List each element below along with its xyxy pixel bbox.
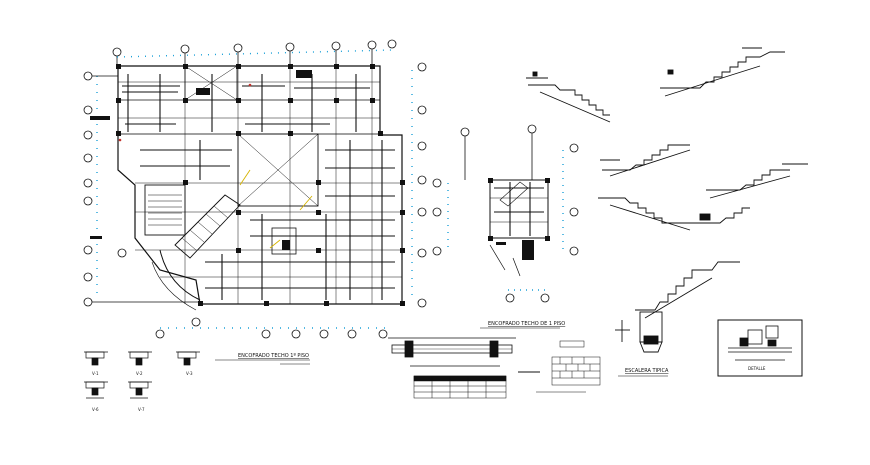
detail-box: DETALLE — [717, 319, 803, 377]
beam-detail-v2: V-2 — [128, 351, 152, 376]
small-plan-title: ENCOFRADO TECHO DE 1 PISO — [488, 321, 565, 327]
beam-label-v4: V-4 — [92, 391, 99, 396]
beam-detail-v1: V-1 — [84, 351, 108, 376]
stair-section-4 — [706, 163, 808, 199]
beam-detail-v5: V-5 — [128, 381, 152, 396]
beam-detail-v7: V-7 — [130, 397, 148, 412]
rebar-schedule-table — [413, 375, 507, 399]
stair-section-5 — [598, 197, 750, 231]
grid-bubbles-right — [417, 62, 427, 308]
beam-section-details: V-1 V-2 V-3 V-4 V-5 V-6 V-7 — [84, 351, 200, 412]
small-floor-plan — [432, 124, 579, 303]
main-plan-title-block: ENCOFRADO TECHO 1º PISO — [215, 353, 310, 365]
detail-box-caption: DETALLE — [748, 366, 766, 371]
stair-section-2 — [660, 47, 785, 97]
beam-label-v2: V-2 — [136, 371, 143, 376]
stair-section-3 — [600, 144, 691, 177]
main-floor-plan — [83, 39, 427, 339]
stair-title-block: ESCALERA TIPICA — [618, 368, 669, 377]
beam-label-v1: V-1 — [92, 371, 99, 376]
beam-label-v7: V-7 — [138, 407, 145, 412]
grid-bubbles-left — [83, 71, 93, 307]
beam-detail-v4: V-4 — [84, 381, 108, 396]
beam-detail-v3: V-3 — [176, 351, 200, 376]
slab-section-detail — [388, 337, 516, 367]
stair-section-6 — [615, 261, 740, 353]
brick-wall-detail — [518, 340, 601, 393]
grid-bubbles-bottom — [117, 248, 388, 339]
beam-label-v5: V-5 — [136, 391, 143, 396]
beam-label-v3: V-3 — [186, 371, 193, 376]
beam-label-v6: V-6 — [92, 407, 99, 412]
small-plan-title-block: ENCOFRADO TECHO DE 1 PISO — [480, 321, 565, 329]
stair-section-1 — [526, 71, 611, 123]
stair-title: ESCALERA TIPICA — [625, 368, 669, 374]
beam-detail-v6: V-6 — [86, 397, 104, 412]
main-plan-title: ENCOFRADO TECHO 1º PISO — [238, 353, 309, 359]
